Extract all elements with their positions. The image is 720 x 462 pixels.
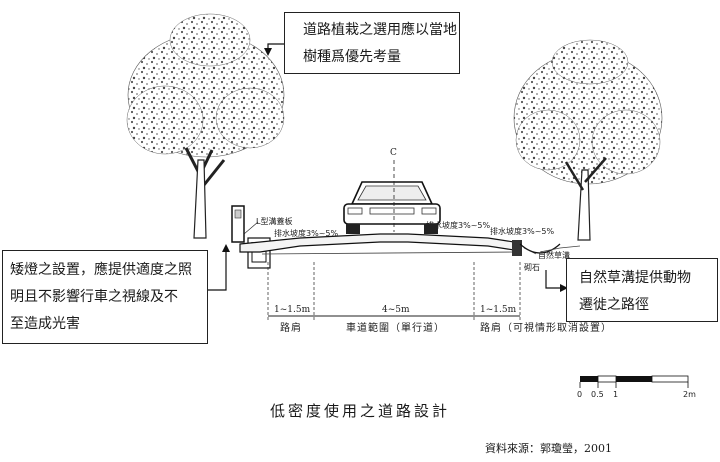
scale-tick-0: 0 (577, 390, 582, 399)
callout-bollard-lighting: 矮燈之設置，應提供適度之照 明且不影響行車之視線及不 至造成光害 (2, 250, 208, 344)
road-surface (239, 233, 515, 253)
left-tree (126, 13, 285, 239)
bollard-lamp (231, 205, 271, 269)
callout-line: 自然草溝提供動物 (579, 270, 691, 286)
drainage-mid-label: 排水坡度3%~5% (426, 220, 490, 230)
figure-source: 資料來源：郭瓊瑩，2001 (485, 442, 612, 455)
left-width-label: 1~1.5m (274, 305, 311, 315)
centerline-label: C (390, 148, 397, 158)
scale-tick-1: 0.5 (591, 390, 604, 399)
figure-caption: 低密度使用之道路設計 (269, 402, 450, 420)
drainage-left-label: 排水坡度3%~5% (274, 228, 338, 238)
callout-grass-ditch: 自然草溝提供動物 遷徙之路徑 (566, 258, 718, 322)
callout-tree-selection: 道路植栽之選用應以當地 樹種爲優先考量 (284, 12, 460, 74)
scale-bar (579, 375, 689, 388)
grass-ditch-label: 自然草溝 (538, 250, 570, 260)
callout-line: 遷徙之路徑 (579, 297, 649, 313)
center-width-label: 4~5m (382, 305, 410, 315)
scale-tick-2: 1 (613, 390, 618, 399)
callout-line: 樹種爲優先考量 (303, 49, 401, 65)
right-tree (513, 39, 663, 241)
scale-tick-3: 2m (683, 390, 696, 399)
left-shoulder-label: 路肩 (280, 321, 302, 334)
grass-ditch (512, 240, 581, 256)
lane-range-label: 車道範圍（單行道） (346, 321, 445, 334)
curb-leader (243, 221, 259, 235)
curb-label: L型溝蓋板 (256, 216, 292, 226)
callout-line: 明且不影響行車之視線及不 (10, 289, 178, 305)
callout-line: 矮燈之設置，應提供適度之照 (10, 262, 192, 278)
right-width-label: 1~1.5m (480, 305, 517, 315)
road-base-line (261, 251, 515, 255)
drainage-right-label: 排水坡度3%~5% (490, 226, 554, 236)
car (343, 181, 441, 234)
dimension-guides (267, 262, 521, 322)
stone-label: 砌石 (524, 263, 540, 272)
ditch-leader (523, 247, 537, 255)
right-shoulder-label: 路肩（可視情形取消設置） (480, 321, 612, 334)
callout-line: 至造成光害 (10, 316, 80, 332)
callout-line: 道路植栽之選用應以當地 (303, 22, 457, 38)
callout-arrows (208, 43, 568, 292)
